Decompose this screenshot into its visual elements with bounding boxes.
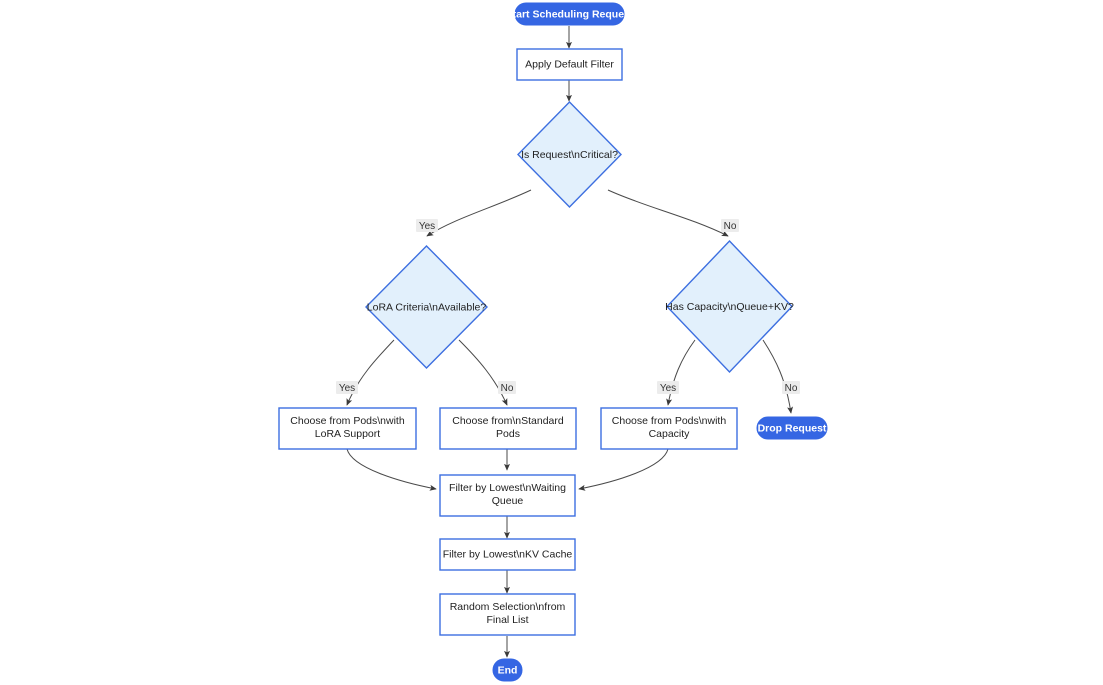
- node-end-label: End: [498, 664, 518, 676]
- node-choose-standard-pods[interactable]: Choose from\nStandard Pods: [439, 407, 577, 450]
- node-choose-standard-pods-label-line2: Pods: [496, 428, 520, 440]
- edge-label-lora-no: No: [498, 381, 516, 394]
- node-lora-criteria-available[interactable]: LoRA Criteria\nAvailable?: [365, 245, 488, 369]
- node-has-capacity[interactable]: Has Capacity\nQueue+KV?: [665, 239, 794, 374]
- node-start-shape[interactable]: [514, 2, 625, 26]
- node-has-capacity-shape[interactable]: [666, 239, 793, 374]
- node-lora-criteria-available-label: LoRA Criteria\nAvailable?: [367, 301, 487, 313]
- edge-label-capacity-yes-text: Yes: [660, 383, 676, 394]
- edge-labels-layer: Yes No Yes No Yes No: [336, 219, 800, 394]
- edge-label-capacity-no-text: No: [785, 383, 798, 394]
- edge-lora-no-to-choose-standard-pods: [458, 339, 508, 406]
- node-choose-pods-capacity-label-line2: Capacity: [649, 428, 691, 440]
- edge-critical-yes-to-lora: [426, 189, 532, 237]
- node-choose-pods-lora-label-line1: Choose from Pods\nwith: [290, 415, 405, 427]
- node-filter-kv-cache[interactable]: Filter by Lowest\nKV Cache: [439, 538, 576, 571]
- node-filter-waiting-queue-label-line1: Filter by Lowest\nWaiting: [449, 482, 566, 494]
- node-choose-pods-capacity[interactable]: Choose from Pods\nwith Capacity: [600, 407, 738, 450]
- edge-label-critical-yes: Yes: [416, 219, 438, 232]
- node-choose-standard-pods-label-line1: Choose from\nStandard: [452, 415, 564, 427]
- node-is-request-critical-shape[interactable]: [517, 101, 622, 208]
- node-end[interactable]: End: [492, 658, 523, 682]
- node-drop-request-label: Drop Request: [758, 422, 827, 434]
- node-filter-waiting-queue-shape[interactable]: [439, 474, 576, 517]
- node-choose-standard-pods-shape[interactable]: [439, 407, 577, 450]
- edge-choose-capacity-pods-to-filter-queue: [578, 448, 669, 491]
- node-random-selection-label-line1: Random Selection\nfrom: [450, 601, 566, 613]
- node-is-request-critical[interactable]: Is Request\nCritical?: [517, 101, 622, 208]
- node-apply-default-filter-shape[interactable]: [516, 48, 623, 81]
- edge-label-critical-yes-text: Yes: [419, 221, 435, 232]
- node-start-label: Start Scheduling Request: [506, 8, 634, 20]
- edge-label-lora-yes-text: Yes: [339, 383, 355, 394]
- edges-layer: [346, 26, 794, 658]
- node-has-capacity-label: Has Capacity\nQueue+KV?: [665, 301, 794, 313]
- edge-label-lora-no-text: No: [501, 383, 514, 394]
- node-filter-kv-cache-label: Filter by Lowest\nKV Cache: [443, 548, 573, 560]
- node-start[interactable]: Start Scheduling Request: [506, 2, 634, 26]
- node-filter-waiting-queue[interactable]: Filter by Lowest\nWaiting Queue: [439, 474, 576, 517]
- node-choose-pods-lora[interactable]: Choose from Pods\nwith LoRA Support: [278, 407, 417, 450]
- edge-critical-no-to-capacity: [607, 189, 729, 237]
- nodes-layer: Start Scheduling Request Apply Default F…: [278, 2, 828, 682]
- node-lora-criteria-available-shape[interactable]: [365, 245, 488, 369]
- node-choose-pods-lora-label-line2: LoRA Support: [315, 428, 380, 440]
- edge-label-critical-no-text: No: [724, 221, 737, 232]
- edge-label-capacity-no: No: [782, 381, 800, 394]
- node-is-request-critical-label: Is Request\nCritical?: [521, 149, 618, 161]
- edge-lora-yes-to-choose-lora-pods: [346, 339, 395, 406]
- node-filter-kv-cache-shape[interactable]: [439, 538, 576, 571]
- edge-label-lora-yes: Yes: [336, 381, 358, 394]
- node-random-selection[interactable]: Random Selection\nfrom Final List: [439, 593, 576, 636]
- edge-capacity-no-to-drop-request: [762, 339, 794, 414]
- edge-label-critical-no: No: [721, 219, 739, 232]
- node-choose-pods-capacity-label-line1: Choose from Pods\nwith: [612, 415, 727, 427]
- node-apply-default-filter-label: Apply Default Filter: [525, 58, 614, 70]
- edge-label-capacity-yes: Yes: [657, 381, 679, 394]
- node-end-shape[interactable]: [492, 658, 523, 682]
- node-drop-request[interactable]: Drop Request: [756, 416, 828, 440]
- node-choose-pods-capacity-shape[interactable]: [600, 407, 738, 450]
- node-apply-default-filter[interactable]: Apply Default Filter: [516, 48, 623, 81]
- node-drop-request-shape[interactable]: [756, 416, 828, 440]
- edge-choose-lora-pods-to-filter-queue: [346, 448, 437, 491]
- node-filter-waiting-queue-label-line2: Queue: [492, 495, 524, 507]
- node-choose-pods-lora-shape[interactable]: [278, 407, 417, 450]
- node-random-selection-shape[interactable]: [439, 593, 576, 636]
- edge-capacity-yes-to-choose-capacity-pods: [666, 339, 696, 406]
- node-random-selection-label-line2: Final List: [486, 614, 528, 626]
